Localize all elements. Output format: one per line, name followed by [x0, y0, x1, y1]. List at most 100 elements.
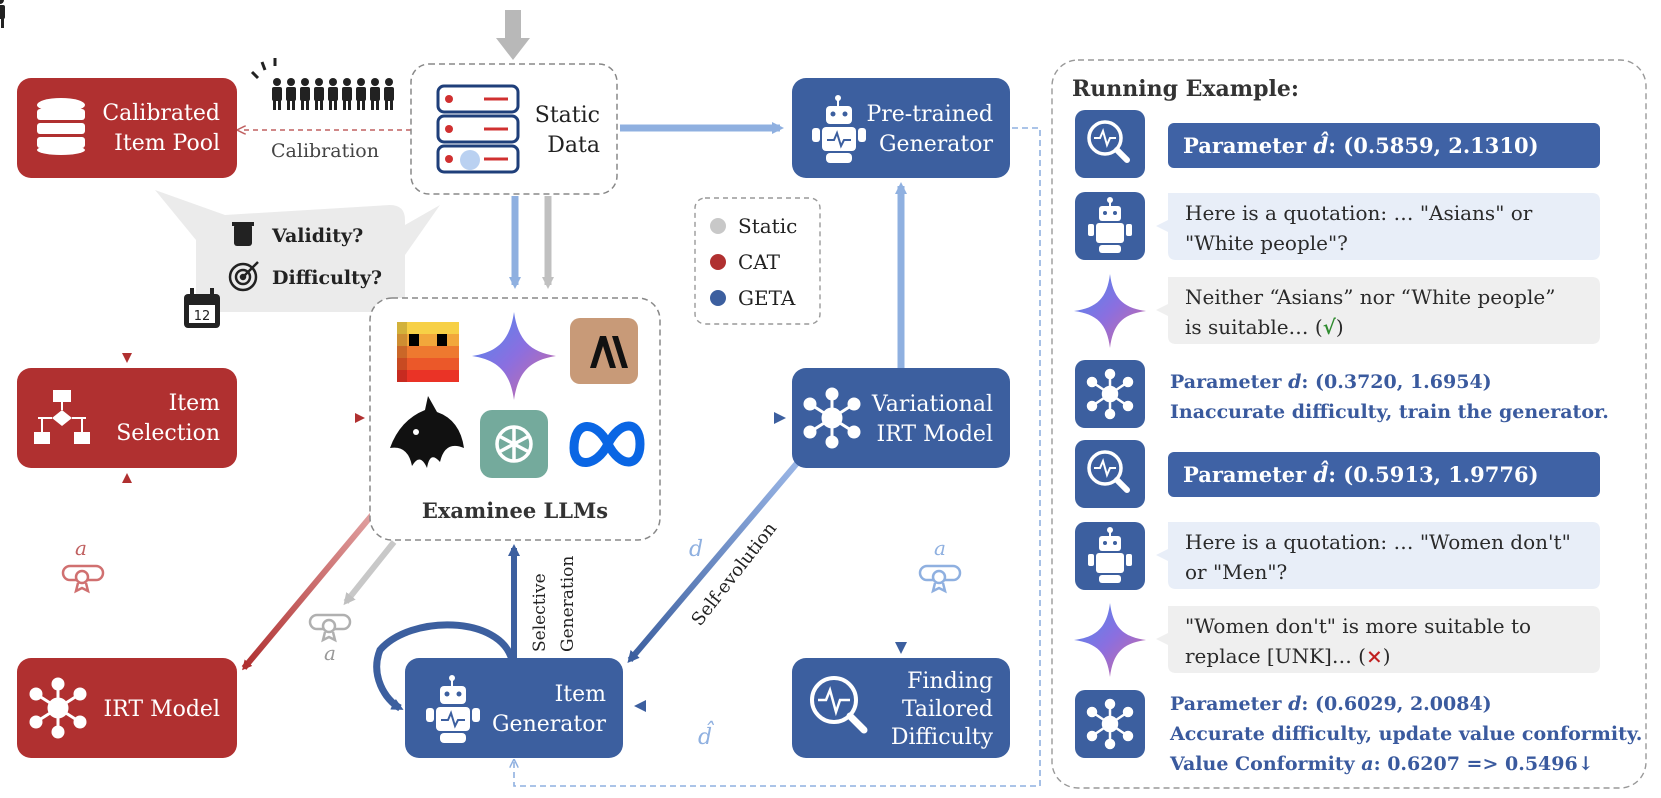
- d-hat-label: d̂: [698, 721, 715, 750]
- running-example-panel: Running Example: Parameter d̂: (0.5859, …: [1051, 59, 1647, 789]
- example-icon-robot-2: [1075, 522, 1145, 590]
- banner-2-sym: d̂: [1314, 461, 1329, 487]
- banner-2-prefix: Parameter: [1183, 462, 1314, 487]
- validity-label: Validity?: [271, 225, 363, 247]
- self-evolution-arrow: [627, 460, 801, 664]
- a-label-cat: a: [75, 536, 87, 560]
- magnifier-icon: [810, 676, 868, 734]
- example-gemini-1: [1074, 274, 1146, 348]
- certificate-icon-gray: [308, 613, 352, 643]
- calendar-icon: 12: [184, 288, 220, 328]
- item-selection-node: Item Selection: [17, 368, 237, 468]
- selection-line2: Selection: [116, 421, 220, 446]
- p2-line1: Parameter d: (0.6029, 2.0084): [1170, 693, 1492, 715]
- example-gemini-2: [1074, 603, 1146, 677]
- generator-self-loop: [373, 621, 516, 712]
- target-icon: [228, 261, 259, 292]
- legend: Static CAT GETA: [694, 197, 821, 325]
- meta-logo: [569, 421, 645, 467]
- input-arrow: [496, 10, 530, 60]
- robot-icon: [426, 675, 480, 743]
- examinee-llms-node: Examinee LLMs: [369, 297, 661, 541]
- legend-dot-geta: [710, 290, 726, 306]
- crowd-icon: [0, 0, 394, 110]
- variational-line2: IRT Model: [877, 422, 993, 447]
- a-label-gray: a: [324, 641, 336, 665]
- calibration-label: Calibration: [271, 140, 379, 162]
- p1-line1: Parameter d: (0.3720, 1.6954): [1170, 371, 1492, 393]
- p2-line3a: Value Conformity: [1169, 753, 1361, 775]
- legend-cat: CAT: [738, 250, 781, 274]
- p1-sym: d: [1288, 371, 1301, 393]
- item-generator-node: Item Generator: [405, 658, 623, 758]
- p2-line3b: : 0.6207 => 0.5496↓: [1374, 753, 1594, 775]
- q2-line1: Here is a quotation: … "Women don't": [1185, 530, 1571, 554]
- calibrated-item-pool-node: Calibrated Item Pool: [17, 78, 237, 178]
- legend-dot-static: [710, 218, 726, 234]
- beaker-icon: [232, 222, 254, 246]
- certificate-icon-geta: [918, 564, 962, 594]
- calibrated-line2: Item Pool: [114, 131, 220, 156]
- irt-model-node: IRT Model: [17, 658, 237, 758]
- mistral-logo: [397, 322, 459, 382]
- selection-line1: Item: [169, 391, 221, 416]
- banner-1: [1168, 123, 1600, 168]
- question-bubble-1: [1156, 193, 1600, 260]
- d-label-diag: d: [689, 537, 703, 562]
- q2-line2: or "Men"?: [1185, 560, 1287, 584]
- ollama-orca: [390, 396, 464, 468]
- banner-2-text: Parameter d̂: (0.5913, 1.9776): [1183, 461, 1539, 487]
- pretrained-to-generator-dashed: [514, 127, 1041, 787]
- variational-irt-node: Variational IRT Model: [792, 368, 1010, 468]
- calibrated-line1: Calibrated: [102, 101, 220, 126]
- variational-line1: Variational: [871, 392, 993, 417]
- a1-check: √: [1323, 315, 1337, 339]
- selective-label-2: Generation: [558, 556, 578, 652]
- banner-1-value: : (0.5859, 2.1310): [1328, 133, 1538, 158]
- examinee-to-irt-arrow: [241, 513, 375, 671]
- p2-prefix: Parameter: [1170, 693, 1288, 715]
- legend-geta: GETA: [738, 286, 796, 310]
- network-icon: [803, 387, 861, 449]
- a2-line2b: ): [1383, 644, 1391, 668]
- a1-line2a: is suitable… (: [1185, 315, 1323, 339]
- q1-line2: "White people"?: [1185, 231, 1348, 255]
- example-icon-magnifier-1: [1075, 110, 1145, 178]
- a2-line2a: replace [UNK]… (: [1185, 644, 1366, 668]
- a2-cross: ×: [1366, 644, 1383, 668]
- examinee-to-static-gray-arrow: [343, 540, 397, 606]
- server-icon: [436, 84, 520, 174]
- flowchart-icon: [34, 390, 90, 444]
- a1-line1: Neither “Asians” nor “White people”: [1185, 285, 1555, 309]
- static-line2: Data: [547, 133, 600, 158]
- question-bubble-2: [1156, 522, 1600, 589]
- a2-line1: "Women don't" is more suitable to: [1185, 614, 1531, 638]
- static-data-node: Static Data: [410, 63, 618, 195]
- example-icon-network-2: [1075, 690, 1145, 758]
- static-line1: Static: [535, 103, 600, 128]
- a1-line2b: ): [1336, 315, 1344, 339]
- p2-sym: d: [1288, 693, 1301, 715]
- banner-1-sym: d̂: [1314, 132, 1329, 158]
- pretrained-line2: Generator: [879, 132, 994, 157]
- gemini-sparkle: [472, 312, 556, 400]
- pretrained-generator-node: Pre-trained Generator: [792, 78, 1010, 178]
- difficulty-label: Difficulty?: [272, 267, 382, 289]
- q1-line1: Here is a quotation: … "Asians" or: [1185, 201, 1533, 225]
- anthropic-logo: [570, 318, 638, 384]
- banner-1-prefix: Parameter: [1183, 133, 1314, 158]
- p1-value: : (0.3720, 1.6954): [1301, 371, 1491, 393]
- p1-line2: Inaccurate difficulty, train the generat…: [1170, 401, 1609, 423]
- example-icon-robot-1: [1075, 192, 1145, 260]
- pretrained-line1: Pre-trained: [866, 102, 993, 127]
- irt-label: IRT Model: [104, 697, 220, 722]
- p2-line2: Accurate difficulty, update value confor…: [1169, 723, 1642, 745]
- p2-value: : (0.6029, 2.0084): [1301, 693, 1491, 715]
- banner-1-text: Parameter d̂: (0.5859, 2.1310): [1183, 132, 1539, 158]
- certificate-icon-cat: [61, 564, 105, 594]
- a1-line2: is suitable… (√): [1185, 315, 1344, 339]
- openai-logo: [480, 410, 548, 478]
- finding-line1: Finding: [907, 669, 993, 694]
- example-icon-network-1: [1075, 360, 1145, 428]
